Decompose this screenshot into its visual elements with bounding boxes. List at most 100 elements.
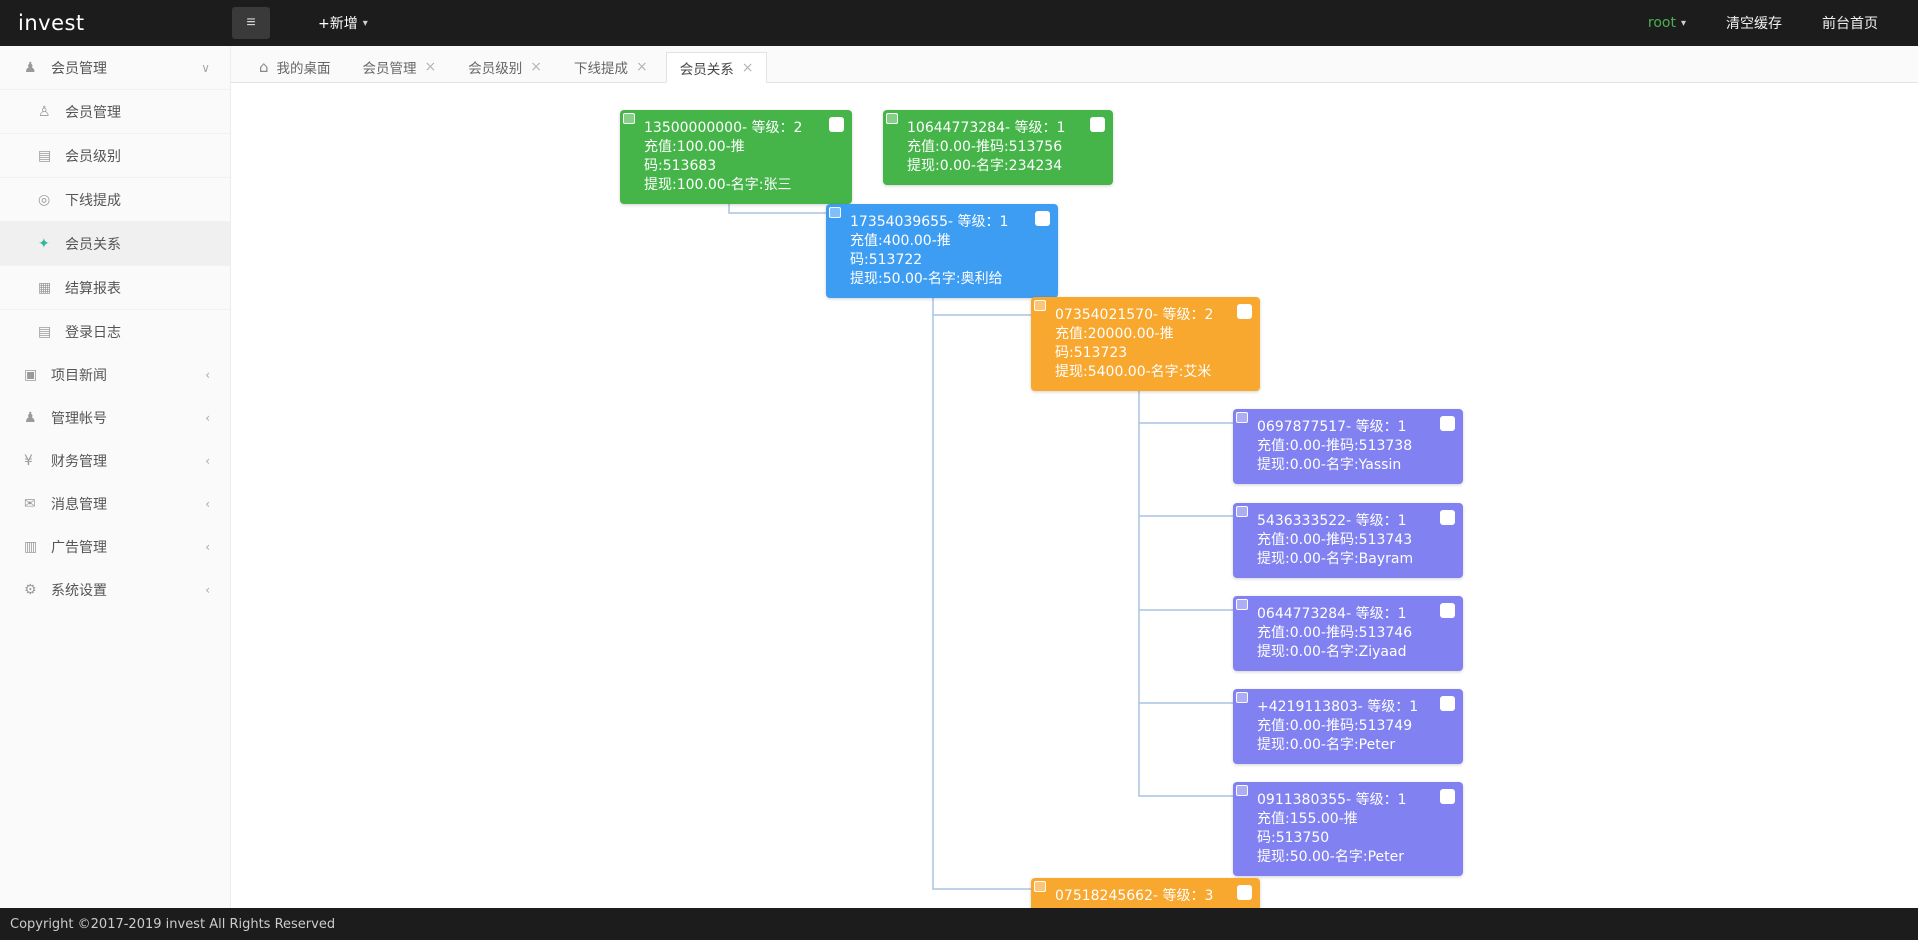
- sidebar-item-ad-management[interactable]: ▥广告管理‹: [0, 525, 230, 568]
- node-avatar-icon: [623, 113, 635, 124]
- close-icon[interactable]: ×: [424, 58, 437, 75]
- node-text-line: 充值:0.00-推码:513749: [1257, 718, 1413, 734]
- chevron-left-icon: ‹: [205, 582, 210, 597]
- node-text-line: 提现:0.00-名字:234234: [907, 158, 1063, 174]
- node-avatar-icon: [1236, 506, 1248, 517]
- node-text-line: 充值:0.00-推码:513756: [907, 139, 1063, 155]
- node-text-line: 0911380355- 等级：1: [1257, 792, 1407, 808]
- sidebar-item-login-log[interactable]: ▤登录日志: [0, 309, 230, 353]
- node-avatar-icon: [1034, 881, 1046, 892]
- node-avatar-icon: [886, 113, 898, 124]
- sidebar-item-finance-management[interactable]: ¥财务管理‹: [0, 439, 230, 482]
- admin-account-icon: ♟: [24, 409, 37, 426]
- tab-my-desktop[interactable]: ⌂我的桌面: [245, 51, 345, 82]
- sidebar-item-member-relationship[interactable]: ✦ 会员关系: [0, 221, 230, 265]
- close-icon[interactable]: ×: [530, 58, 542, 75]
- node-07518245662[interactable]: 07518245662- 等级：3: [1031, 878, 1260, 908]
- node-10644773284[interactable]: 10644773284- 等级：1 充值:0.00-推码:513756 提现:0.0…: [883, 110, 1113, 185]
- close-icon[interactable]: ×: [636, 58, 648, 75]
- node-avatar-icon: [1236, 599, 1248, 610]
- node-text-line: 充值:0.00-推码:513743: [1257, 532, 1413, 548]
- node-avatar-icon: [1034, 300, 1046, 311]
- sidebar-toggle-button[interactable]: ≡: [232, 7, 270, 39]
- chevron-left-icon: ‹: [205, 367, 210, 382]
- tab-label: 会员关系: [679, 61, 734, 78]
- node-text-line: 提现:50.00-名字:奥利给: [850, 271, 1003, 287]
- member-relationship-icon: ✦: [38, 235, 50, 252]
- node-checkbox[interactable]: [1440, 789, 1455, 804]
- sidebar-item-label: 结算报表: [65, 280, 121, 297]
- node-avatar-icon: [829, 207, 841, 218]
- node-text-line: 提现:0.00-名字:Ziyaad: [1257, 644, 1407, 660]
- project-news-icon: ▣: [24, 366, 38, 383]
- tab-downline-commission[interactable]: 下线提成×: [560, 51, 662, 82]
- node-checkbox[interactable]: [1035, 211, 1050, 226]
- node-checkbox[interactable]: [1440, 603, 1455, 618]
- user-menu[interactable]: root ▾: [1648, 15, 1686, 31]
- node-text-line: 提现:5400.00-名字:艾米: [1055, 364, 1212, 380]
- close-icon[interactable]: ×: [741, 59, 754, 76]
- node-checkbox[interactable]: [1237, 885, 1252, 900]
- downline-commission-icon: ◎: [38, 191, 51, 208]
- sidebar-item-label: 会员关系: [65, 236, 121, 253]
- node-checkbox[interactable]: [1440, 696, 1455, 711]
- sidebar-item-system-settings[interactable]: ⚙系统设置‹: [0, 568, 230, 611]
- node-checkbox[interactable]: [1090, 117, 1105, 132]
- copyright-text: Copyright ©2017-2019 invest All Rights R…: [10, 916, 336, 932]
- system-settings-icon: ⚙: [24, 581, 37, 598]
- sidebar-item-downline-commission[interactable]: ◎ 下线提成: [0, 177, 230, 221]
- sidebar: ♟ 会员管理 ∨ ♙会员管理▤会员级别 ◎ 下线提成 ✦ 会员关系 ▦ 结算报表 ▤登录日志▣项目新…: [0, 46, 231, 908]
- node-text-line: 提现:50.00-名字:Peter: [1257, 849, 1404, 865]
- node-checkbox[interactable]: [1440, 510, 1455, 525]
- tab-member-relationship[interactable]: 会员关系 ×: [665, 52, 768, 83]
- sidebar-item-settlement-report[interactable]: ▦ 结算报表: [0, 265, 230, 309]
- sidebar-item-label: 会员级别: [65, 148, 121, 165]
- sidebar-item-label: 会员管理: [51, 60, 107, 77]
- sidebar-item-member-management-group[interactable]: ♟会员管理∨: [0, 46, 230, 89]
- sidebar-menu: ♟ 会员管理 ∨ ♙会员管理▤会员级别 ◎ 下线提成 ✦ 会员关系 ▦ 结算报表 ▤登录日志▣项目新…: [0, 46, 230, 611]
- sidebar-item-label: 财务管理: [51, 453, 107, 470]
- node-checkbox[interactable]: [1237, 304, 1252, 319]
- node-text-line: 17354039655- 等级：1: [850, 214, 1009, 230]
- tree-connector-lines: [728, 180, 1233, 890]
- chevron-down-icon: ∨: [201, 60, 210, 75]
- sidebar-item-label: 下线提成: [65, 192, 121, 209]
- add-new-label: +新增: [318, 16, 358, 32]
- add-new-button[interactable]: +新增 ▾: [318, 13, 368, 33]
- tab-member-level[interactable]: 会员级别×: [454, 51, 556, 82]
- settlement-report-icon: ▦: [38, 279, 52, 296]
- node-text-line: 0697877517- 等级：1: [1257, 419, 1407, 435]
- sidebar-item-label: 管理帐号: [51, 410, 107, 427]
- sidebar-item-message-management[interactable]: ✉消息管理‹: [0, 482, 230, 525]
- sidebar-item-member-management[interactable]: ♙会员管理: [0, 89, 230, 133]
- sidebar-item-member-level[interactable]: ▤会员级别: [0, 133, 230, 177]
- node-text-line: 10644773284- 等级：1: [907, 120, 1066, 136]
- clear-cache-button[interactable]: 清空缓存: [1726, 16, 1782, 32]
- node-checkbox[interactable]: [1440, 416, 1455, 431]
- tab-label: 我的桌面: [276, 60, 331, 77]
- tab-member-management[interactable]: 会员管理×: [349, 51, 451, 82]
- node-text-line: 提现:100.00-名字:张三: [644, 177, 792, 193]
- sidebar-item-label: 登录日志: [65, 324, 121, 341]
- front-page-link[interactable]: 前台首页: [1822, 16, 1878, 32]
- sidebar-item-project-news[interactable]: ▣项目新闻‹: [0, 353, 230, 396]
- ad-management-icon: ▥: [24, 538, 38, 555]
- app-logo: invest: [18, 11, 85, 35]
- node-avatar-icon: [1236, 692, 1248, 703]
- node-text-line: 07518245662- 等级：3: [1055, 888, 1214, 904]
- node-text-line: 07354021570- 等级：2: [1055, 307, 1214, 323]
- message-management-icon: ✉: [24, 495, 36, 512]
- node-checkbox[interactable]: [829, 117, 844, 132]
- node-text-line: 5436333522- 等级：1: [1257, 513, 1407, 529]
- sidebar-item-admin-account[interactable]: ♟管理帐号‹: [0, 396, 230, 439]
- sidebar-item-label: 广告管理: [51, 539, 107, 556]
